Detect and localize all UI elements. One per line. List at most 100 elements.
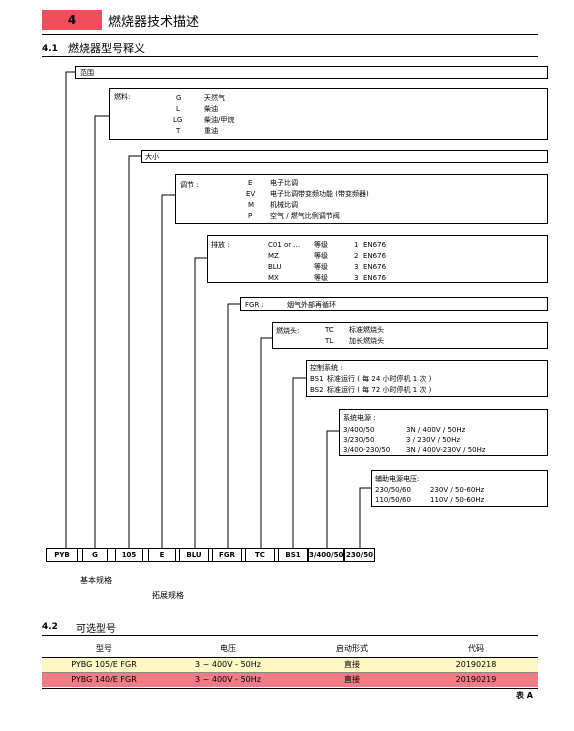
table-cell-model: PYBG 105/E FGR xyxy=(71,660,137,669)
control-code: BS1 xyxy=(310,375,324,383)
regulation-desc: 机械比调 xyxy=(270,201,298,209)
regulation-code: P xyxy=(248,212,253,220)
regulation-code: E xyxy=(248,179,253,187)
code-cell-fuel: G xyxy=(82,548,108,562)
code-gap xyxy=(143,548,148,562)
section-title: 燃烧器型号释义 xyxy=(68,42,145,55)
fuel-code: L xyxy=(176,105,180,113)
control-desc: 标准运行 ( 每 24 小时停机 1 次 ) xyxy=(327,375,432,383)
power-desc: 3 / 230V / 50Hz xyxy=(406,436,461,444)
emission-num: 1 xyxy=(354,241,359,249)
power-code: 3/400-230/50 xyxy=(343,446,391,454)
table-cell-voltage: 3 ~ 400V - 50Hz xyxy=(195,660,261,669)
code-cell-emission: BLU xyxy=(179,548,209,562)
aux-code: 230/50/60 xyxy=(375,486,411,494)
table-row: PYBG 105/E FGR 3 ~ 400V - 50Hz 直接 201902… xyxy=(42,658,538,672)
head-code: TL xyxy=(325,337,334,345)
emission-std: EN676 xyxy=(363,241,387,249)
control-code: BS2 xyxy=(310,386,324,394)
table-header-start: 启动形式 xyxy=(336,644,368,653)
aux-desc: 230V / 50-60Hz xyxy=(430,486,485,494)
range-box: 范围 xyxy=(75,66,548,79)
regulation-label: 调节 : xyxy=(180,181,199,189)
emission-std: EN676 xyxy=(363,274,387,282)
table-cell-code: 20190219 xyxy=(455,675,497,684)
regulation-desc: 空气 / 燃气比例调节阀 xyxy=(270,212,340,220)
range-label: 范围 xyxy=(80,69,94,77)
emission-box: 排放 : C01 or ... 等级 1 EN676 MZ 等级 2 EN676… xyxy=(207,235,548,283)
code-cell-control: BS1 xyxy=(278,548,308,562)
emission-std: EN676 xyxy=(363,252,387,260)
fgr-desc: 烟气外部再循环 xyxy=(287,301,336,309)
fuel-desc: 柴油/甲烷 xyxy=(204,116,235,124)
control-box: 控制系统 : BS1 标准运行 ( 每 24 小时停机 1 次 ) BS2 标准… xyxy=(306,360,548,397)
aux-desc: 110V / 50-60Hz xyxy=(430,496,485,504)
emission-grade: 等级 xyxy=(314,274,328,282)
emission-grade: 等级 xyxy=(314,252,328,260)
code-cell-fgr: FGR xyxy=(212,548,242,562)
head-desc: 加长燃烧头 xyxy=(349,337,384,345)
fuel-desc: 柴油 xyxy=(204,105,218,113)
table-header-voltage: 电压 xyxy=(220,644,236,653)
code-gap xyxy=(209,548,212,562)
fuel-code: G xyxy=(176,94,182,102)
chapter-title: 燃烧器技术描述 xyxy=(108,15,200,30)
code-gap xyxy=(275,548,278,562)
fuel-desc: 重油 xyxy=(204,127,218,135)
regulation-desc: 电子比调带变频功能 (带变频器) xyxy=(270,190,369,198)
table-rule xyxy=(42,672,538,673)
section-rule xyxy=(42,635,538,636)
control-label: 控制系统 : xyxy=(310,364,343,372)
code-cell-aux: 230/50 xyxy=(344,548,375,562)
code-cell-power: 3/400/50 xyxy=(308,548,344,562)
power-code: 3/400/50 xyxy=(343,426,375,434)
fuel-box: 燃料: G 天然气 L 柴油 LG 柴油/甲烷 T 重油 xyxy=(109,88,548,140)
fuel-desc: 天然气 xyxy=(204,94,225,102)
table-cell-voltage: 3 ~ 400V - 50Hz xyxy=(195,675,261,684)
emission-grade: 等级 xyxy=(314,241,328,249)
control-desc: 标准运行 ( 每 72 小时停机 1 次 ) xyxy=(327,386,432,394)
chapter-number: 4 xyxy=(42,10,102,30)
code-cell-head: TC xyxy=(245,548,275,562)
power-box: 系统电源 : 3/400/50 3N / 400V / 50Hz 3/230/5… xyxy=(339,409,548,456)
emission-code: MZ xyxy=(268,252,279,260)
fgr-code: FGR : xyxy=(245,301,264,309)
regulation-desc: 电子比调 xyxy=(270,179,298,187)
code-cell-size: 105 xyxy=(115,548,143,562)
basic-spec-note: 基本规格 xyxy=(80,576,112,585)
fuel-label: 燃料: xyxy=(114,93,131,101)
section-number: 4.2 xyxy=(42,622,58,632)
head-box: 燃烧头: TC 标准燃烧头 TL 加长燃烧头 xyxy=(272,322,548,349)
code-gap xyxy=(176,548,179,562)
table-caption: 表 A xyxy=(516,691,533,700)
table-rule xyxy=(42,688,538,689)
table-cell-start: 直接 xyxy=(344,660,360,669)
table-cell-model: PYBG 140/E FGR xyxy=(71,675,137,684)
table-rule xyxy=(42,657,538,658)
code-cell-range: PYB xyxy=(46,548,78,562)
emission-label: 排放 : xyxy=(211,241,230,249)
code-gap xyxy=(78,548,82,562)
code-gap xyxy=(242,548,245,562)
emission-code: MX xyxy=(268,274,279,282)
fuel-code: T xyxy=(176,127,181,135)
aux-label: 辅助电源电压: xyxy=(375,475,420,483)
header-rule xyxy=(42,34,538,35)
emission-code: BLU xyxy=(268,263,282,271)
table-header-model: 型号 xyxy=(96,644,112,653)
emission-num: 2 xyxy=(354,252,359,260)
section-rule xyxy=(42,56,538,57)
aux-code: 110/50/60 xyxy=(375,496,411,504)
power-desc: 3N / 400V-230V / 50Hz xyxy=(406,446,486,454)
table-row: PYBG 140/E FGR 3 ~ 400V - 50Hz 直接 201902… xyxy=(42,673,538,687)
section-title: 可选型号 xyxy=(76,624,116,635)
table-header-code: 代码 xyxy=(468,644,484,653)
emission-std: EN676 xyxy=(363,263,387,271)
regulation-box: 调节 : E 电子比调 EV 电子比调带变频功能 (带变频器) M 机械比调 P… xyxy=(175,174,548,224)
fuel-code: LG xyxy=(173,116,183,124)
extended-spec-note: 拓展规格 xyxy=(152,591,184,600)
table-header-row: 型号 电压 启动形式 代码 xyxy=(42,642,538,656)
aux-box: 辅助电源电压: 230/50/60 230V / 50-60Hz 110/50/… xyxy=(371,470,548,507)
head-label: 燃烧头: xyxy=(276,327,300,335)
